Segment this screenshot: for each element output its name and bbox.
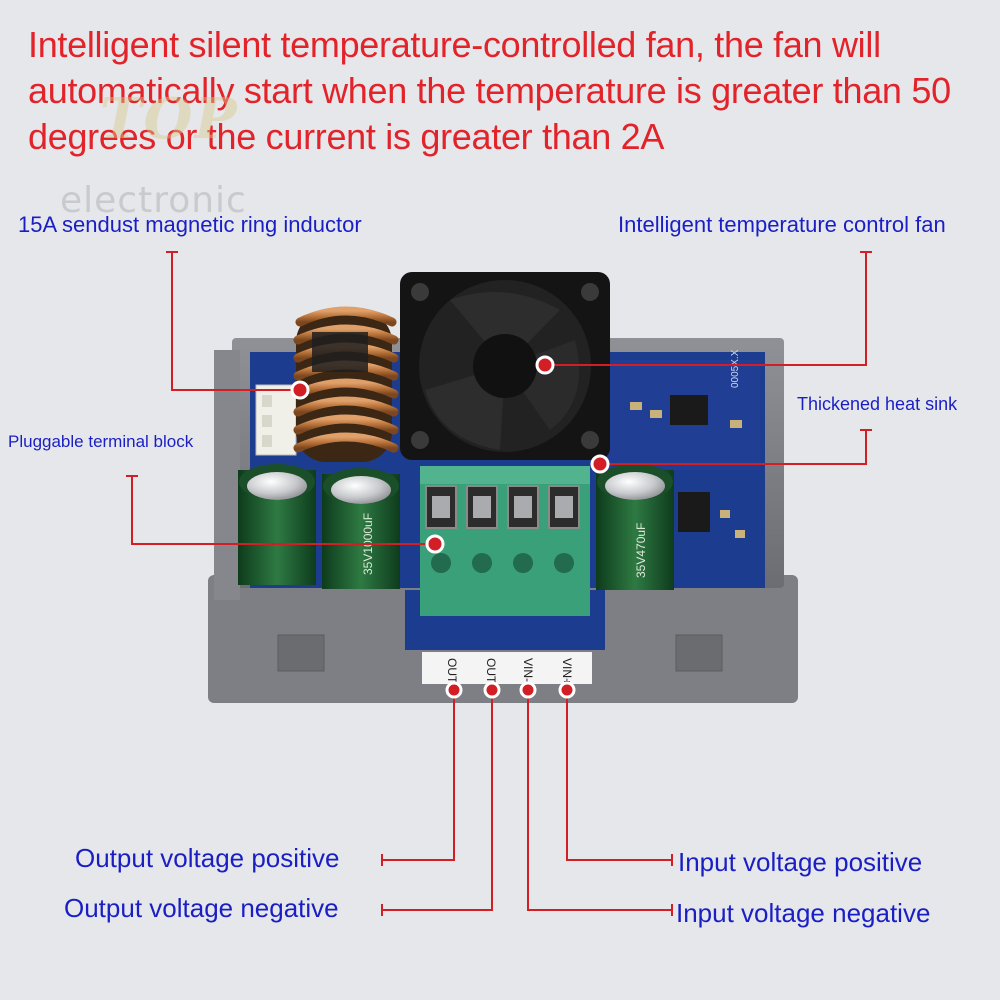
dot-out-neg	[483, 681, 501, 699]
capacitor-right: 35V470uF	[596, 464, 674, 590]
leader-heat-sink	[600, 430, 867, 465]
dot-inductor	[290, 380, 310, 400]
pcb-ic-2	[678, 492, 710, 532]
leader-out-neg	[382, 690, 493, 911]
leader-terminal-block	[131, 476, 435, 545]
terminal-label-vin-pos: VIN+	[560, 658, 574, 685]
terminal-block	[405, 466, 605, 650]
inductor	[293, 306, 399, 462]
callout-inductor: 15A sendust magnetic ring inductor	[18, 212, 362, 237]
callout-dots	[290, 355, 610, 699]
case-clip-right	[675, 634, 723, 672]
leader-inductor	[171, 252, 300, 391]
callout-terminal-block: Pluggable terminal block	[8, 432, 194, 451]
leader-fan	[545, 252, 867, 366]
terminal-label-vin-neg: VIN-	[521, 658, 535, 682]
leader-in-neg	[527, 690, 672, 911]
callout-fan: Intelligent temperature control fan	[618, 212, 946, 237]
dot-heat-sink	[590, 454, 610, 474]
callout-in-pos: Input voltage positive	[678, 847, 923, 877]
dot-terminal-block	[425, 534, 445, 554]
callout-out-neg: Output voltage negative	[64, 893, 339, 923]
watermark-logo: TOP	[100, 86, 239, 152]
capacitor-left-2: 35V1000uF	[322, 468, 400, 589]
leader-lines	[126, 251, 872, 916]
dot-out-pos	[445, 681, 463, 699]
watermark-text: electronic	[60, 180, 247, 221]
pcb-id-text: 0005X.X	[730, 349, 741, 388]
dot-fan	[535, 355, 555, 375]
callout-out-pos: Output voltage positive	[75, 843, 340, 873]
callout-in-neg: Input voltage negative	[676, 898, 931, 928]
pcb-ic	[670, 395, 708, 425]
capacitor-right-marking: 35V470uF	[634, 523, 648, 578]
headline: Intelligent silent temperature-controlle…	[28, 24, 951, 157]
terminal-label-out-neg: OUT-	[484, 658, 498, 687]
dot-in-neg	[519, 681, 537, 699]
dot-in-pos	[558, 681, 576, 699]
terminal-label-strip	[422, 652, 592, 684]
case-clip-left	[277, 634, 325, 672]
leader-out-pos	[382, 690, 455, 861]
capacitor-left-1	[238, 464, 316, 585]
leader-in-pos	[566, 690, 672, 861]
callout-heat-sink: Thickened heat sink	[797, 394, 958, 414]
cooling-fan	[400, 272, 610, 460]
